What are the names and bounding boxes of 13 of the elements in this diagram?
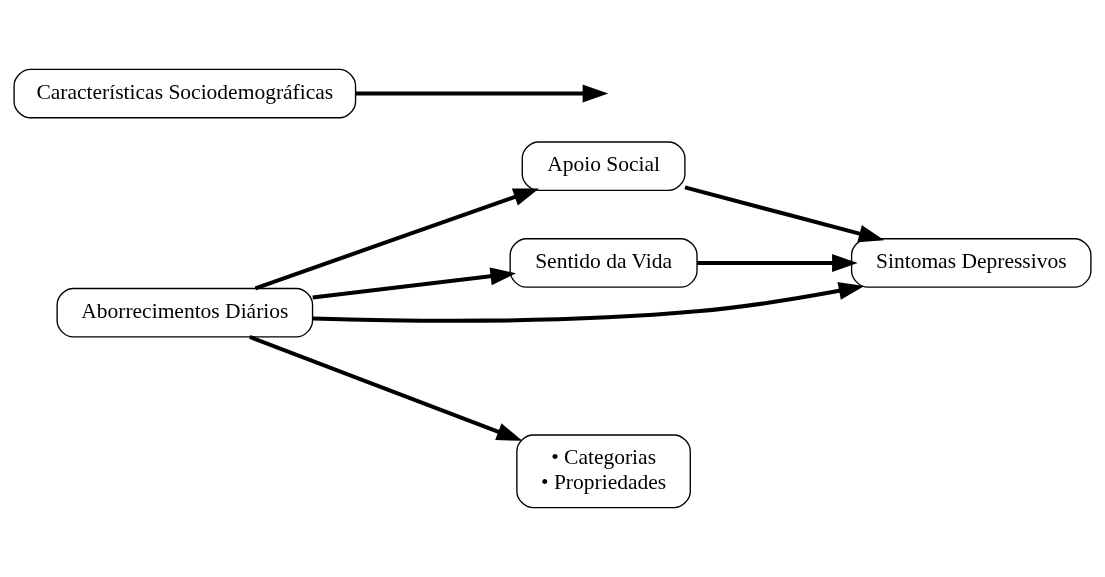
- arrow: [254, 188, 539, 291]
- arrow: [312, 282, 865, 323]
- arrow: [249, 335, 523, 441]
- node-box: Apoio Social: [521, 141, 686, 192]
- node-box: Sentido da Vida: [509, 238, 698, 288]
- node-box: • Categorias • Propriedades: [516, 434, 691, 509]
- arrow: [684, 185, 885, 243]
- arrow: [312, 267, 517, 300]
- arrow: [356, 84, 609, 103]
- node-box: Aborrecimentos Diários: [56, 287, 314, 338]
- node-box: Sintomas Depressivos: [850, 238, 1092, 288]
- node-box: Características Sociodemográficas: [13, 68, 357, 119]
- arrow: [697, 254, 858, 272]
